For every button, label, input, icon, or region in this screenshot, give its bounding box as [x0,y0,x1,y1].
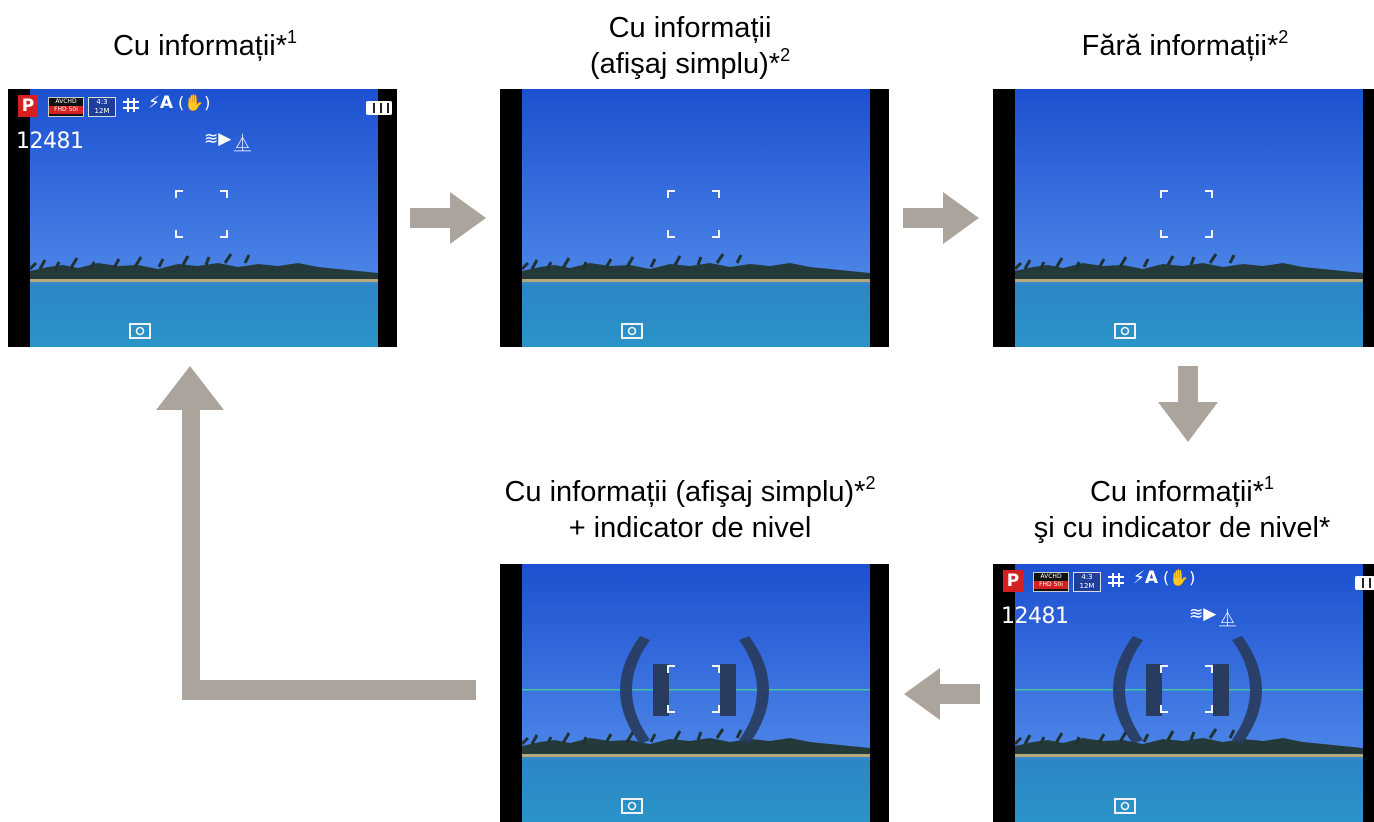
caption-simple-info-line1: Cu informații [608,12,772,44]
grid-icon [1108,573,1124,587]
caption-full-info-text: Cu informații* [112,30,288,62]
caption-simple-info-level-line1: Cu informații (afişaj simplu)* [504,476,866,508]
caption-simple-info-level-line1-wrap: Cu informații (afişaj simplu)*2 [470,474,910,510]
camera-scene [500,89,889,347]
footnote-2: 2 [1278,27,1289,47]
camera-scene [500,564,889,822]
caption-full-info-level: Cu informații*1 şi cu indicator de nivel… [990,474,1374,546]
aspect-ratio: 4:3 [96,98,108,106]
arrow-left [904,668,980,720]
screen-no-info [993,89,1374,347]
caption-simple-info: Cu informații (afişaj simplu)*2 [530,10,850,82]
wind-cut-icon: ≋▶ [1189,604,1217,624]
mode-badge: P [1003,570,1023,592]
shots-remaining: 12481 [1001,604,1069,629]
arrow-return-up [156,366,476,700]
caption-no-info-text: Fără informații* [1081,30,1279,62]
rec-format-bottom: FHD 50i [1034,581,1068,589]
screen-simple-info [500,89,889,347]
rec-format-top: AVCHD [55,98,77,105]
footnote-1: 1 [287,27,298,47]
footnote-2: 2 [780,45,791,65]
caption-simple-info-level-line2: + indicator de nivel [568,512,812,544]
white-balance-icon: ⏅ [1219,609,1236,629]
white-balance-icon: ⏅ [234,134,251,154]
flash-auto-icon: ⚡A [148,93,174,113]
caption-full-info: Cu informații*1 [65,28,345,64]
flash-auto-icon: ⚡A [1133,568,1159,588]
caption-full-info-level-line1-wrap: Cu informații*1 [990,474,1374,510]
caption-simple-info-level: Cu informații (afişaj simplu)*2 + indica… [470,474,910,546]
arrow-down [1158,366,1218,442]
camera-scene [993,89,1374,347]
grid-icon [123,98,139,112]
rec-format-bottom: FHD 50i [49,106,83,114]
mode-badge: P [18,95,38,117]
footnote-1: 1 [1264,473,1275,493]
rec-format-top: AVCHD [1040,573,1062,580]
caption-full-info-level-line2: şi cu indicator de nivel* [1033,512,1331,544]
stabilizer-icon: (✋) [1163,568,1196,587]
caption-simple-info-line2: (afişaj simplu)* [589,48,781,80]
footnote-2: 2 [865,473,876,493]
camera-scene [993,564,1374,822]
camera-scene [8,89,397,347]
arrow-right-1 [410,192,486,244]
arrow-right-2 [903,192,979,244]
battery-icon [1355,576,1374,590]
picture-size: 12M [94,107,110,115]
battery-icon [366,101,392,115]
wind-cut-icon: ≋▶ [204,129,232,149]
stabilizer-icon: (✋) [178,93,211,112]
aspect-ratio: 4:3 [1081,573,1093,581]
screen-simple-info-level [500,564,889,822]
shots-remaining: 12481 [16,129,84,154]
caption-simple-info-line2-wrap: (afişaj simplu)*2 [530,46,850,82]
caption-no-info: Fără informații*2 [1025,28,1345,64]
caption-full-info-level-line1: Cu informații* [1089,476,1265,508]
picture-size: 12M [1079,582,1095,590]
